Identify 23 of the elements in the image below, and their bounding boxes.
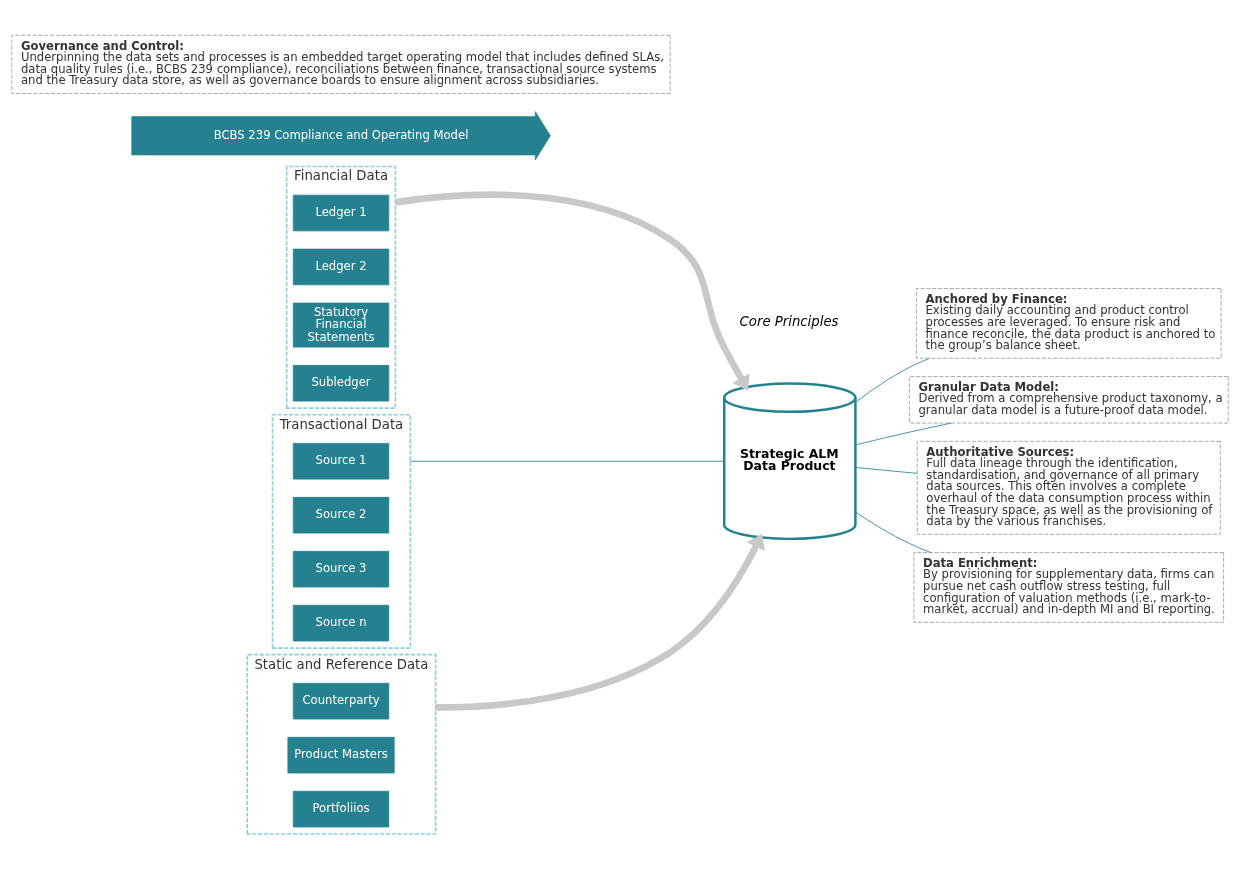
node-box: Source 2 <box>292 496 390 533</box>
connector <box>855 357 930 403</box>
connector <box>409 460 725 462</box>
node-box: Granular Data Model: Derived from a comprehensive product taxonomy, a granular data model is a future-proof data model. <box>908 375 1229 423</box>
connector <box>855 422 952 445</box>
node-box: Source 3 <box>292 550 390 587</box>
arrow <box>394 191 750 390</box>
node-box: Statutory Financial Statements <box>292 302 390 347</box>
arrow <box>435 533 765 711</box>
node-box: Governance and Control: Underpinning the data sets and processes is an embedded target operating model that includes defined SLAs, data quality rules (i.e., BCBS 239 compliance), reconciliations between finance, transactional source systems and the Treasury data store, as well as governance boards to ensure alignment across subsidiaries. <box>11 34 671 94</box>
connector <box>855 466 918 474</box>
node-box: Product Masters <box>287 736 395 773</box>
node-box: Data Enrichment: By provisioning for supplementary data, firms can pursue net cash outflow stress testing, full configuration of valuation methods (i.e., mark-to-market, accrual) and in-depth MI and BI reporting. <box>913 551 1224 623</box>
node-box: Anchored by Finance: Existing daily accounting and product control processes are leveraged. To ensure risk and finance reconcile, the data product is anchored to the group’s balance sheet. <box>916 287 1222 359</box>
node-box: Source n <box>292 604 390 641</box>
node-box: Source 1 <box>292 442 390 479</box>
node-box: Authoritative Sources: Full data lineage through the identification, standardisation, and governance of all primary data sources. This often involves a complete overhaul of the data consumption process within the Treasury space, as well as the provisioning of data by the various franchises. <box>916 440 1221 535</box>
node-box: Portfoliios <box>292 790 390 827</box>
node-box: Subledger <box>292 364 390 401</box>
node-box: Ledger 2 <box>292 248 390 285</box>
label: Core Principles <box>739 313 839 329</box>
node-box: Ledger 1 <box>292 194 390 231</box>
node-box: Counterparty <box>292 682 390 719</box>
